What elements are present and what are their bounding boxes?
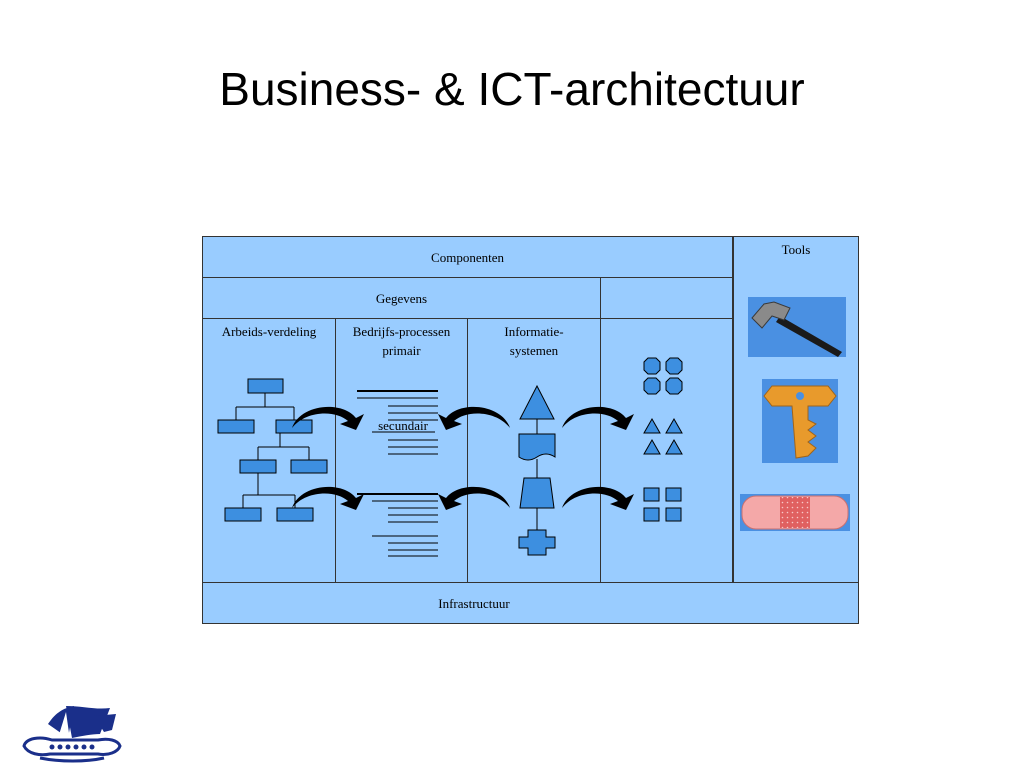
componenten-panel (202, 236, 733, 278)
curved-arrow-2 (292, 486, 364, 510)
key-icon (762, 379, 838, 463)
ship-logo (22, 706, 122, 763)
informatiesystemen-label-2: systemen (509, 343, 559, 358)
curved-arrows-icon (292, 406, 634, 510)
bandage-icon (740, 494, 850, 531)
arbeidsverdeling-label: Arbeids-verdeling (221, 324, 317, 339)
gegevens-label: Gegevens (375, 291, 428, 306)
curved-arrow-4 (438, 486, 510, 510)
gegevens-panel (202, 277, 601, 319)
slide-title: Business- & ICT-architectuur (219, 63, 805, 115)
infrastructuur-panel (202, 582, 859, 624)
bedrijfsprocessen-label: Bedrijfs-processen (352, 324, 451, 339)
curved-arrow-6 (562, 486, 634, 510)
informatiesystemen-label-1: Informatie- (504, 324, 564, 339)
curved-arrow-1 (292, 406, 364, 430)
process-lines-icon (357, 390, 438, 557)
flowchart-icon (518, 384, 556, 556)
org-chart-icon (217, 378, 328, 522)
curved-arrow-3 (438, 406, 510, 430)
bedrijfsprocessen-column (335, 318, 468, 583)
gegevens-side-panel (600, 277, 733, 319)
primair-label: primair (382, 343, 421, 358)
hammer-icon (748, 297, 846, 357)
infrastructuur-label: Infrastructuur (438, 596, 510, 611)
tools-label: Tools (781, 242, 811, 257)
curved-arrow-5 (562, 406, 634, 430)
componenten-label: Componenten (431, 250, 504, 265)
secundair-label: secundair (378, 418, 428, 433)
arbeidsverdeling-column (202, 318, 336, 583)
components-icon (643, 357, 683, 522)
